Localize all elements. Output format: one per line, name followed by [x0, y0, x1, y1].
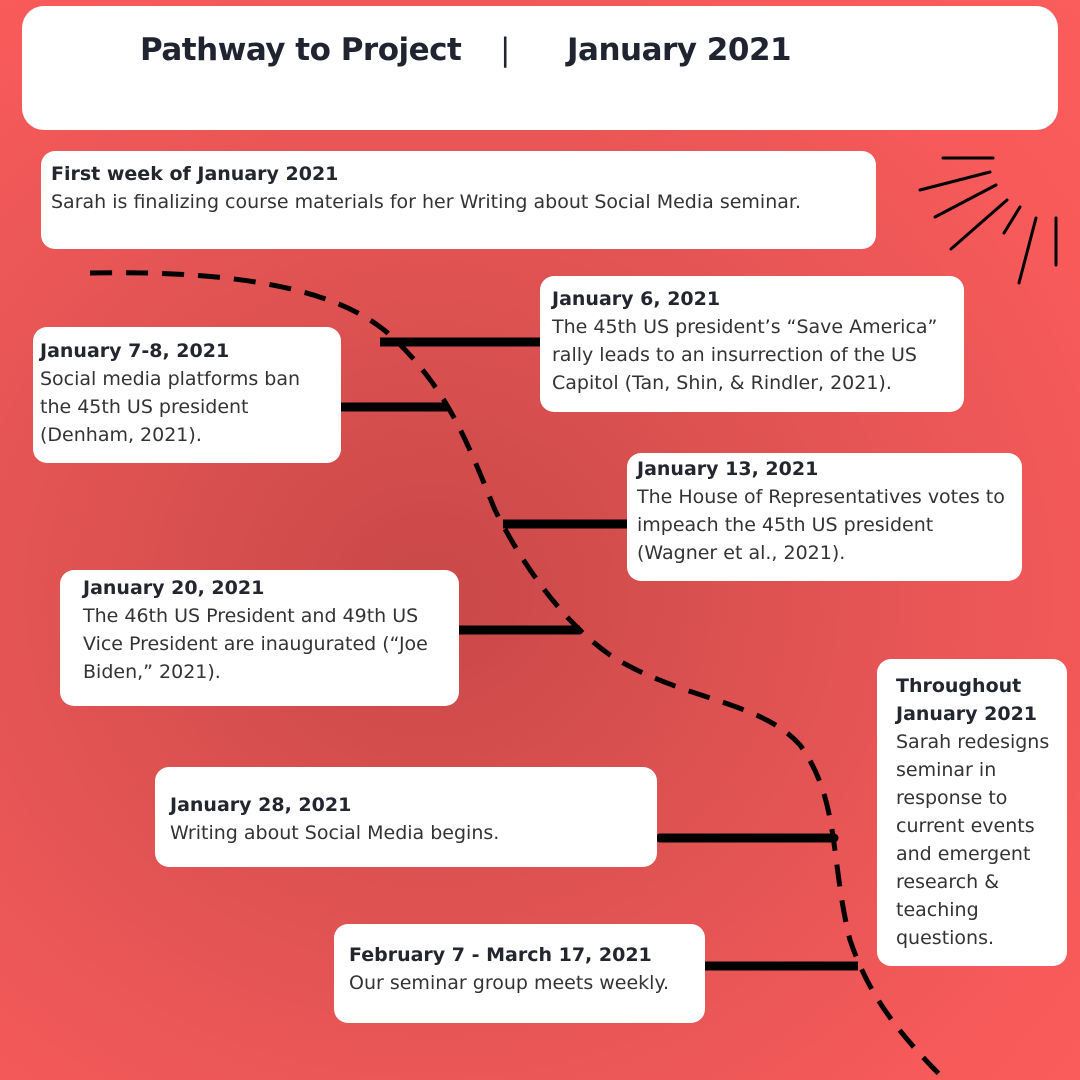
event-description: The House of Representatives votes to im… [637, 486, 1005, 564]
event-date: January 6, 2021 [552, 288, 721, 310]
header-separator: | [500, 32, 510, 68]
event-description: The 46th US President and 49th US Vice P… [83, 605, 428, 683]
event-card-throughout-jan: Throughout January 2021 Sarah redesigns … [877, 659, 1067, 966]
event-date: First week of January 2021 [51, 163, 339, 185]
event-date: January 28, 2021 [170, 794, 352, 816]
header-card: Pathway to Project | January 2021 [22, 6, 1058, 130]
event-card-feb7-mar17: February 7 - March 17, 2021 Our seminar … [334, 924, 705, 1023]
page-title: Pathway to Project [140, 32, 462, 68]
event-card-jan6: January 6, 2021 The 45th US president’s … [540, 276, 964, 412]
event-date: Throughout January 2021 [896, 675, 1038, 725]
event-date: January 7-8, 2021 [40, 340, 230, 362]
event-description: Sarah is finalizing course materials for… [51, 191, 801, 213]
event-description: Social media platforms ban the 45th US p… [40, 368, 301, 446]
event-date: January 13, 2021 [637, 458, 819, 480]
event-description: The 45th US president’s “Save America” r… [552, 316, 938, 394]
event-card-jan7-8: January 7-8, 2021 Social media platforms… [33, 327, 341, 463]
header-date: January 2021 [567, 32, 792, 68]
event-description: Writing about Social Media begins. [170, 822, 500, 844]
event-card-jan13: January 13, 2021 The House of Representa… [627, 453, 1022, 581]
event-card-jan20: January 20, 2021 The 46th US President a… [60, 570, 459, 706]
event-date: February 7 - March 17, 2021 [349, 944, 652, 966]
event-date: January 20, 2021 [83, 577, 265, 599]
sun-rays-icon [918, 156, 1058, 285]
timeline-path [89, 270, 947, 1080]
event-description: Our seminar group meets weekly. [349, 972, 670, 994]
event-card-first-week: First week of January 2021 Sarah is fina… [41, 151, 876, 249]
event-card-jan28: January 28, 2021 Writing about Social Me… [155, 767, 657, 867]
event-description: Sarah redesigns seminar in response to c… [896, 731, 1050, 949]
